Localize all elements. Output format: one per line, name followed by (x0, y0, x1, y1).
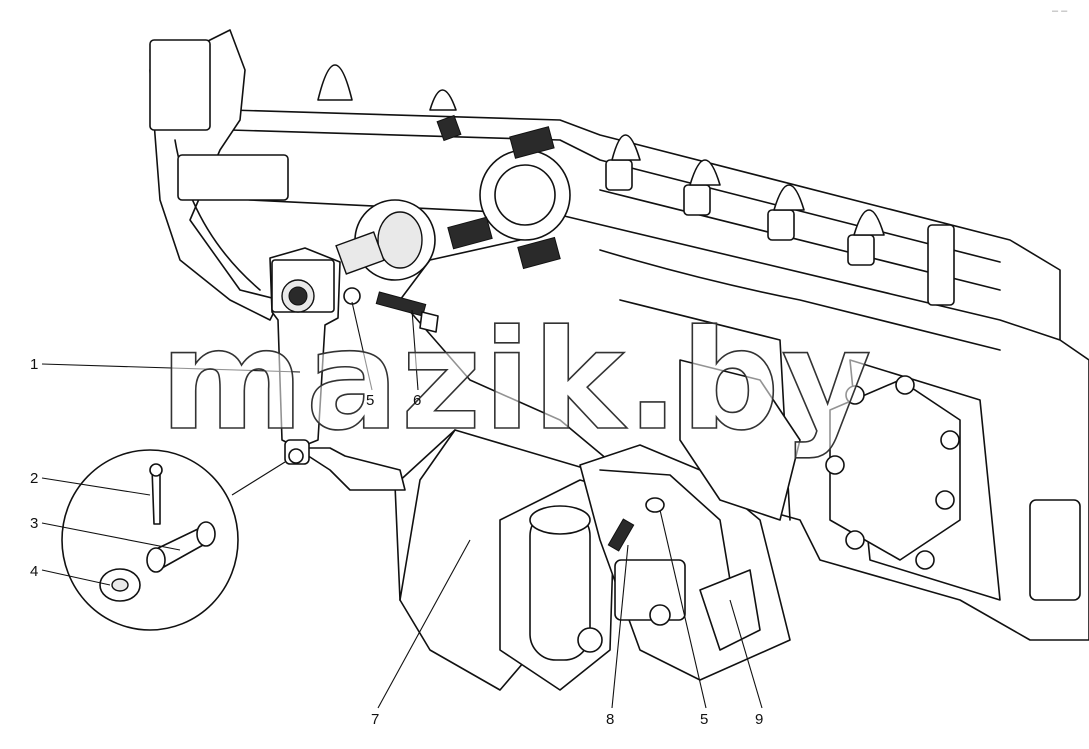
callout-2: 2 (30, 470, 38, 487)
mounting-bracket (579, 359, 801, 681)
callout-5-upper: 5 (366, 392, 374, 409)
actuator-cylinder (284, 429, 616, 691)
callout-labels: 1 2 3 4 5 6 7 8 5 9 (30, 356, 763, 728)
corner-mark: – – (1052, 5, 1068, 17)
rail-bosses (317, 64, 955, 306)
threaded-studs (436, 114, 561, 270)
leader-lines (41, 301, 763, 709)
callout-3: 3 (30, 515, 38, 532)
callout-6: 6 (413, 392, 421, 409)
lever-arm (269, 247, 361, 449)
watermark-text: mazik.by (160, 300, 873, 461)
callout-1: 1 (30, 356, 38, 373)
callout-4: 4 (30, 563, 38, 580)
detail-inset (61, 449, 286, 631)
callout-8: 8 (606, 711, 614, 728)
callout-9: 9 (755, 711, 763, 728)
callout-7: 7 (371, 711, 379, 728)
bolt-part-6 (375, 291, 439, 333)
callout-5-lower: 5 (700, 711, 708, 728)
